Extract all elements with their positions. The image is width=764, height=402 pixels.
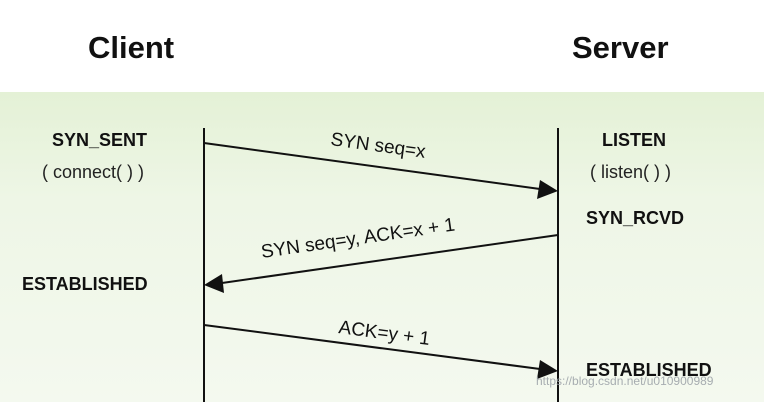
syn-ack-arrow xyxy=(221,234,559,284)
client-state-established: ESTABLISHED xyxy=(22,274,148,294)
client-title: Client xyxy=(88,30,175,65)
diagram-panel xyxy=(0,92,764,402)
server-title: Server xyxy=(572,30,669,65)
client-connect-call: ( connect( ) ) xyxy=(42,162,145,182)
server-state-syn-rcvd: SYN_RCVD xyxy=(586,208,685,228)
watermark-url: https://blog.csdn.net/u010900989 xyxy=(536,374,714,388)
syn-arrow xyxy=(203,142,541,190)
syn-ack-arrowhead xyxy=(204,274,224,293)
diagram-header xyxy=(0,0,764,92)
ack-arrowhead xyxy=(537,360,558,379)
server-state-listen: LISTEN xyxy=(602,130,667,150)
server-listen-call: ( listen( ) ) xyxy=(590,162,671,182)
syn-label: SYN seq=x xyxy=(329,129,427,163)
syn-arrowhead xyxy=(537,180,558,199)
ack-arrow xyxy=(203,324,541,370)
server-state-established: ESTABLISHED xyxy=(586,360,712,380)
syn-ack-label: SYN seq=y, ACK=x + 1 xyxy=(260,215,457,263)
client-state-syn-sent: SYN_SENT xyxy=(52,130,148,150)
